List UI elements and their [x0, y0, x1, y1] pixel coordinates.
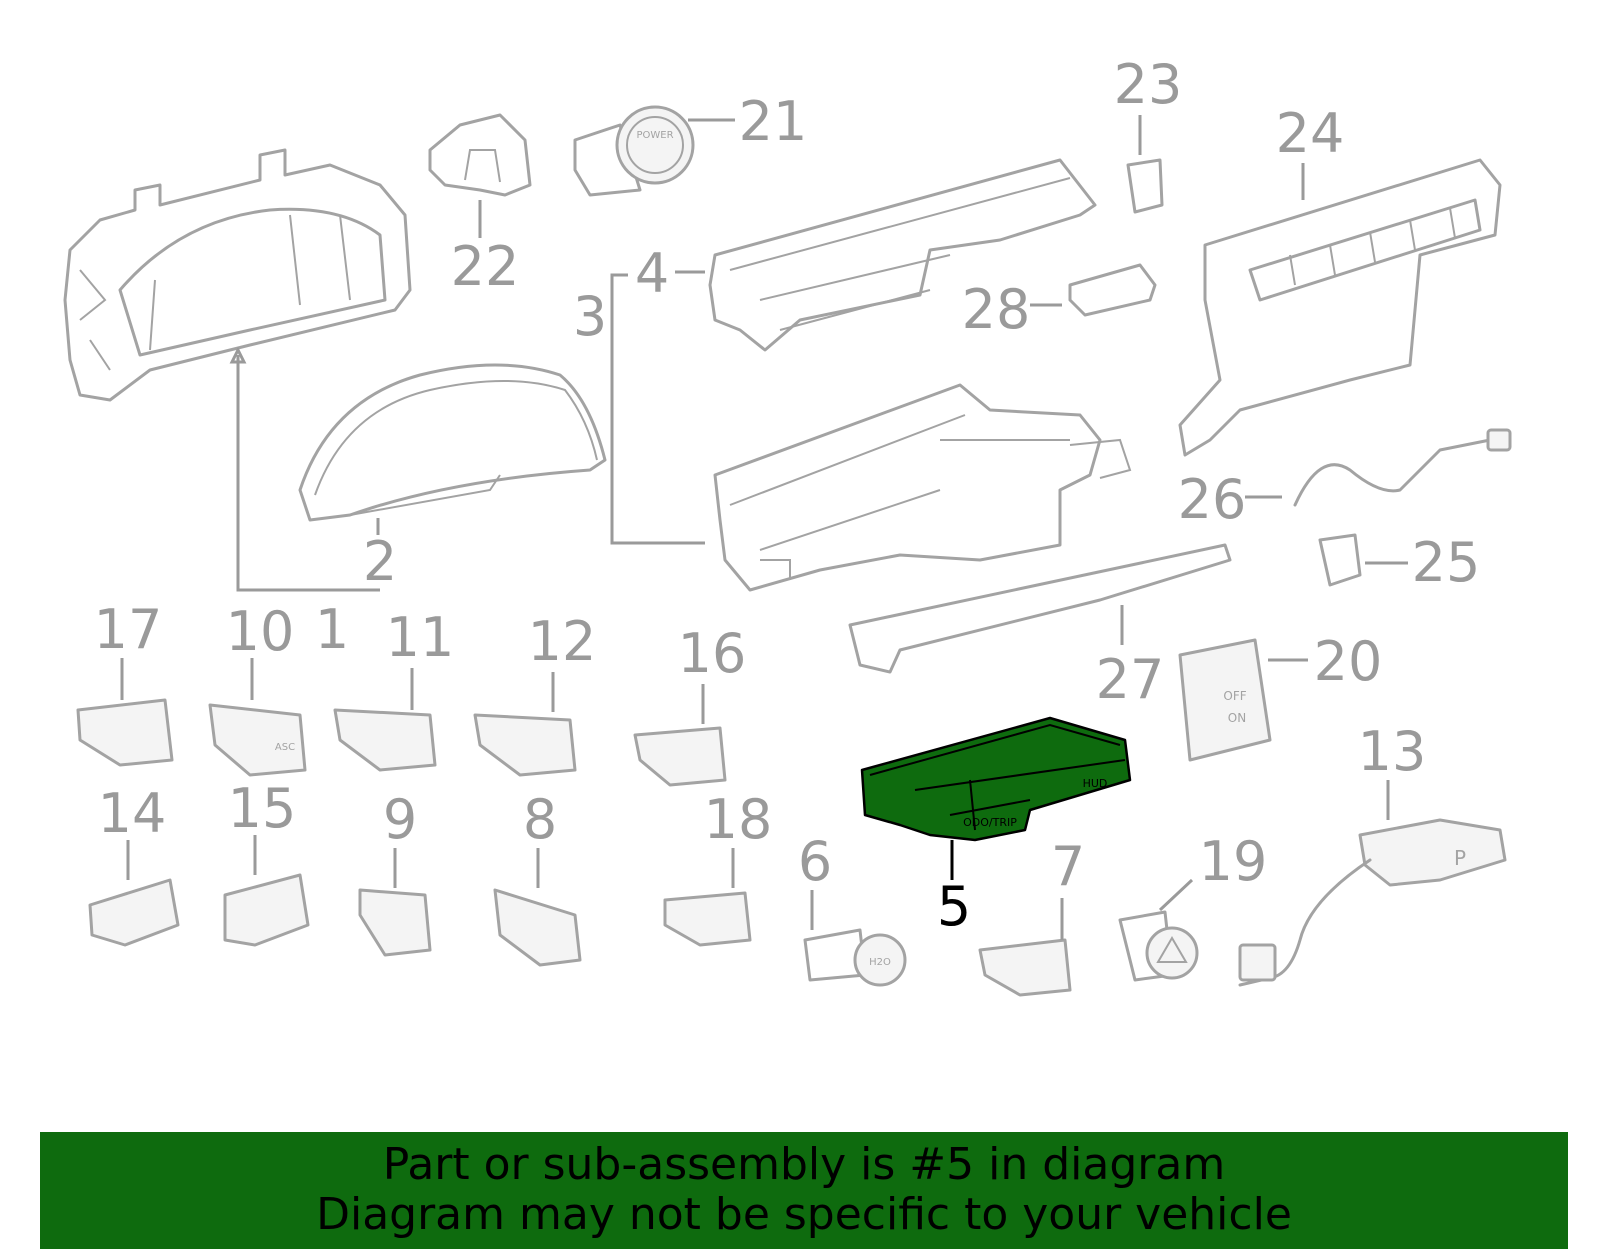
part-12-switch [473, 713, 577, 777]
callout-17: 17 [94, 598, 163, 661]
callout-7: 7 [1051, 835, 1085, 898]
part-17-switch [76, 698, 174, 767]
part-3-display-assembly [713, 383, 1132, 592]
info-banner: Part or sub-assembly is #5 in diagram Di… [40, 1132, 1568, 1249]
callout-28: 28 [962, 278, 1031, 341]
banner-line-1: Part or sub-assembly is #5 in diagram [382, 1139, 1226, 1190]
p-label: P [1454, 846, 1466, 870]
callout-9: 9 [383, 788, 417, 851]
callout-18: 18 [704, 788, 773, 851]
part-1-cluster-housing [63, 148, 412, 402]
callout-23: 23 [1114, 53, 1183, 116]
part-20-switch-block: OFF ON [1178, 638, 1272, 762]
part-19-hazard-switch [1118, 910, 1199, 982]
on-label: ON [1228, 711, 1246, 725]
callout-2: 2 [363, 530, 397, 593]
callout-12: 12 [528, 610, 597, 673]
callout-15: 15 [228, 777, 297, 840]
part-23-small-sensor [1126, 158, 1164, 214]
part-7-switch [978, 938, 1072, 997]
callout-4: 4 [635, 242, 669, 305]
callout-10: 10 [226, 600, 295, 663]
h2o-label: H2O [869, 957, 891, 968]
callout-6: 6 [798, 830, 832, 893]
callout-16: 16 [678, 622, 747, 685]
callout-1: 1 [315, 598, 349, 661]
callout-25: 25 [1412, 531, 1481, 594]
part-27-trim-strip [848, 543, 1232, 674]
callout-3: 3 [573, 285, 607, 348]
callout-8: 8 [523, 788, 557, 851]
callout-24: 24 [1276, 102, 1345, 165]
part-15-switch [223, 873, 310, 947]
callout-26: 26 [1178, 468, 1247, 531]
power-label: POWER [636, 130, 673, 141]
asc-label: ASC [275, 742, 295, 753]
part-10-switch: ASC [208, 703, 307, 777]
odo-label: ODO/TRIP [963, 816, 1017, 829]
part-28-connector [1068, 263, 1157, 317]
part-8-switch [493, 888, 582, 967]
part-18-switch [663, 891, 752, 947]
banner-line-2: Diagram may not be specific to your vehi… [316, 1189, 1292, 1240]
part-13-shifter: P [1238, 818, 1507, 987]
part-26-harness [1293, 428, 1512, 507]
part-24-climate-panel [1178, 158, 1502, 457]
part-5-highlighted-switch-assembly[interactable]: ODO/TRIP HUD [860, 716, 1132, 842]
part-9-switch [358, 888, 432, 957]
callout-13: 13 [1358, 720, 1427, 783]
part-4-upper-panel [708, 158, 1097, 352]
part-21-power-switch: POWER [573, 105, 695, 197]
off-label: OFF [1223, 689, 1246, 703]
hud-label: HUD [1083, 777, 1108, 790]
part-22-ignition-unit [428, 113, 532, 197]
part-14-switch [88, 878, 180, 947]
callout-19: 19 [1199, 830, 1268, 893]
callout-22: 22 [451, 235, 520, 298]
callout-21: 21 [739, 90, 808, 153]
callout-labels: 1 2 3 4 5 6 7 8 9 10 11 12 13 14 15 16 1… [94, 53, 1481, 938]
part-2-cluster-lens [298, 363, 607, 522]
part-11-switch [333, 708, 437, 772]
callout-5[interactable]: 5 [937, 875, 971, 938]
callout-20: 20 [1314, 630, 1383, 693]
part-16-switch [633, 726, 727, 787]
callout-11: 11 [386, 606, 455, 669]
part-6-switch: H2O [803, 928, 907, 987]
leader-lines [120, 115, 1408, 940]
callout-14: 14 [98, 782, 167, 845]
callout-27: 27 [1096, 648, 1165, 711]
part-25-socket [1318, 533, 1362, 587]
